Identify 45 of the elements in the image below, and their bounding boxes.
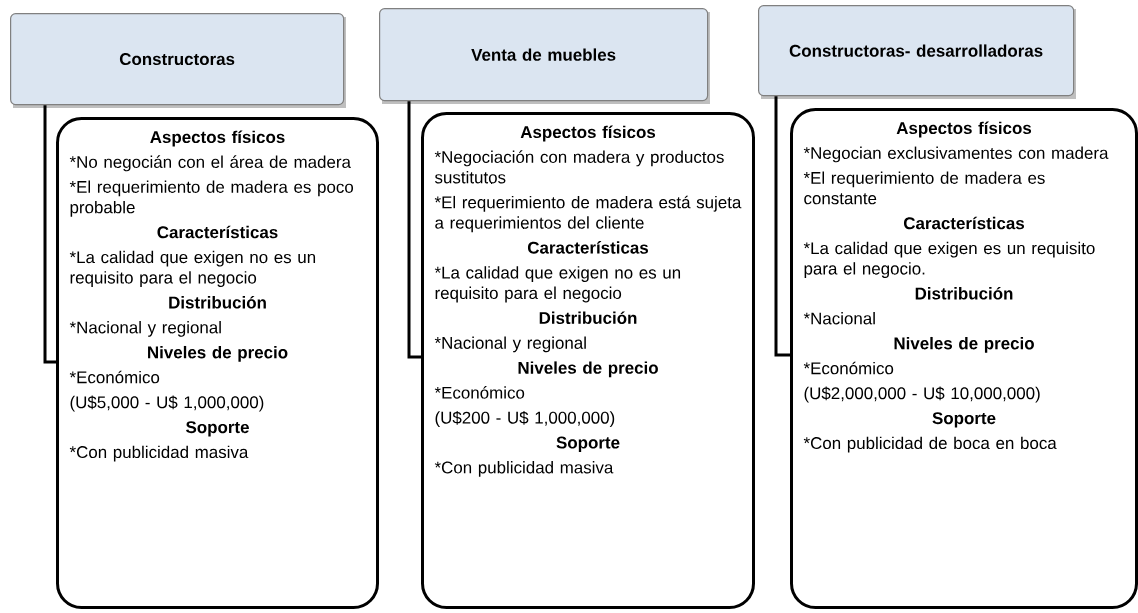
bullet-text: *Nacional: [803, 312, 875, 325]
info-box: [421, 112, 755, 609]
section-heading: Características: [527, 241, 648, 254]
section-heading: Soporte: [932, 412, 996, 428]
bullet-text: *La calidad que exigen no es un requisito para el negocio: [434, 266, 681, 303]
section-heading: Características: [157, 225, 278, 239]
bullet-text: *Nacional y regional: [69, 321, 221, 337]
connector: [43, 105, 56, 364]
bullet-text: (U$5,000 - U$ 1,000,000): [70, 395, 264, 412]
bullet-text: *Nacional y regional: [434, 336, 586, 353]
bullet-text: *Económico: [69, 370, 160, 384]
info-box: [790, 108, 1138, 609]
section-heading: Aspectos físicos: [520, 125, 656, 142]
section-heading: Soporte: [556, 436, 620, 452]
section-heading: Características: [903, 216, 1024, 230]
section-heading: Soporte: [186, 421, 249, 437]
section-heading: Distribución: [169, 295, 266, 309]
bullet-text: *Económico: [434, 386, 525, 399]
bullet-text: *Con publicidad masiva: [434, 461, 614, 477]
section-heading: Aspectos físicos: [150, 130, 285, 147]
bullet-text: *No negocián con el área de madera: [69, 155, 351, 172]
header-box: Constructoras: [10, 13, 345, 106]
bullet-text: *El requerimiento de madera está sujeta a requerimientos del cliente: [434, 195, 742, 233]
bullet-text: *La calidad que exigen es un requisito para el negocio.: [803, 241, 1095, 278]
bullet-text: *Económico: [803, 361, 894, 375]
info-box: [56, 117, 379, 609]
section-heading: Distribución: [915, 286, 1013, 300]
bullet-text: *Con publicidad masiva: [69, 445, 249, 462]
bullet-text: *Con publicidad de boca en boca: [803, 436, 1057, 453]
header-box: Constructoras- desarrolladoras: [758, 5, 1075, 97]
bullet-text: *La calidad que exigen no es un requisito para el negocio: [69, 250, 316, 287]
connector: [407, 101, 421, 359]
bullet-text: *El requerimiento de madera es poco probable: [69, 180, 354, 217]
bullet-text: (U$200 - U$ 1,000,000): [435, 410, 615, 427]
connector: [774, 96, 790, 357]
bullet-text: *El requerimiento de madera es constante: [803, 171, 1045, 205]
section-heading: Distribución: [539, 311, 637, 324]
bullet-text: *Negocian exclusivamentes con madera: [803, 146, 1109, 163]
section-heading: Aspectos físicos: [896, 121, 1032, 138]
section-heading: Niveles de precio: [148, 345, 288, 362]
section-heading: Niveles de precio: [894, 336, 1034, 353]
section-heading: Niveles de precio: [518, 361, 658, 378]
bullet-text: *Negociación con madera y productos sustitutos: [434, 150, 724, 184]
bullet-text: (U$2,000,000 - U$ 10,000,000): [804, 386, 1040, 403]
header-box: Venta de muebles: [379, 8, 709, 102]
